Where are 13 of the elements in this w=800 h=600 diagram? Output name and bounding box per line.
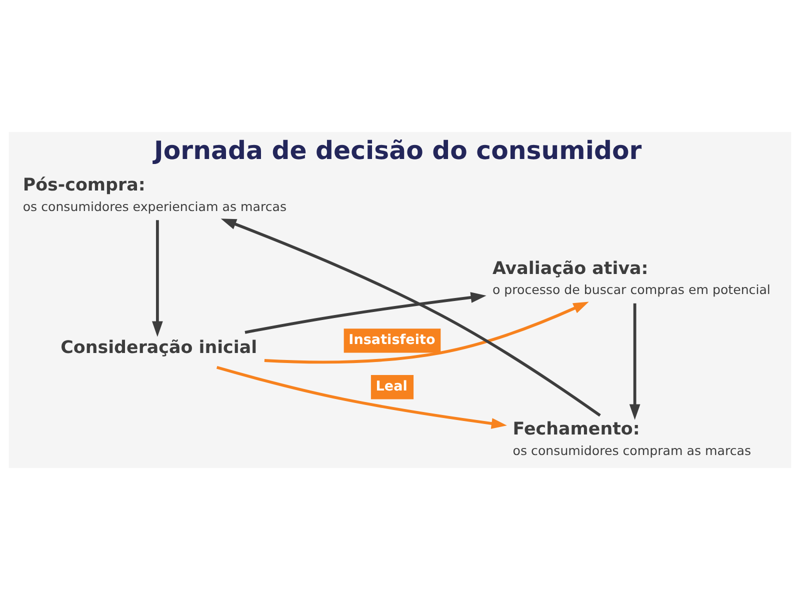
arrow <box>244 292 486 334</box>
edge-label: Insatisfeito <box>348 332 436 348</box>
arrow <box>220 218 601 417</box>
node-text: Pós-compra: os consumidores experienciam as marcas <box>22 175 287 214</box>
edge-label: Leal <box>376 378 408 394</box>
arrow <box>152 220 163 337</box>
arrow <box>629 303 640 420</box>
arrow <box>264 302 589 364</box>
node-text: Fechamento: os consumidores compram as marcas <box>512 419 752 458</box>
arrow <box>216 366 507 429</box>
diagram-title: Jornada de decisão do consumidor <box>154 136 642 165</box>
node-text: Avaliação ativa: o processo de buscar compras em potencial <box>492 258 770 298</box>
node-text: Consideração inicial <box>60 338 258 358</box>
